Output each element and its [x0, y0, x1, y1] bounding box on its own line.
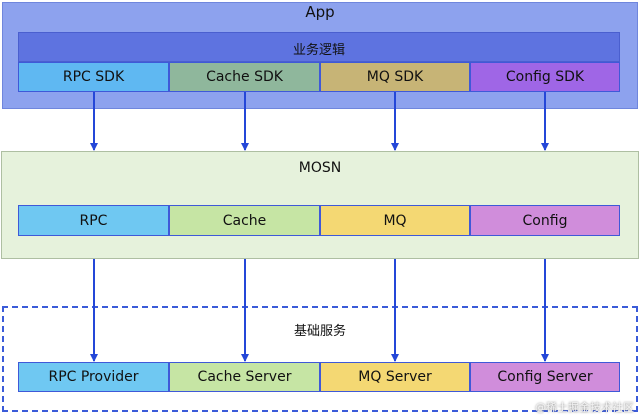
config-module-label: Config [522, 212, 568, 229]
mq-module-label: MQ [383, 212, 407, 229]
infrastructure-layer [2, 306, 638, 412]
config-server-label: Config Server [497, 369, 593, 385]
cache-sdk-label: Cache SDK [206, 69, 283, 85]
business-logic-label: 业务逻辑 [292, 43, 345, 58]
rpc-module-label: RPC [79, 212, 108, 229]
business-logic-bar [18, 32, 620, 62]
mq-sdk-label: MQ SDK [366, 69, 424, 85]
config-sdk-label: Config SDK [505, 69, 585, 85]
mq-sdk-box: MQ SDK [320, 62, 470, 92]
mq-server-label: MQ Server [358, 369, 432, 385]
cache-server-box: Cache Server [169, 362, 320, 392]
rpc-module-box: RPC [18, 205, 169, 236]
mq-server-box: MQ Server [320, 362, 470, 392]
app-title: App [305, 3, 335, 21]
config-module-box: Config [470, 205, 620, 236]
rpc-provider-box: RPC Provider [18, 362, 169, 392]
cache-module-box: Cache [169, 205, 320, 236]
infrastructure-title: 基础服务 [293, 324, 346, 339]
config-sdk-box: Config SDK [470, 62, 620, 92]
watermark: @稀土掘金技术社区 [535, 401, 634, 414]
mq-module-box: MQ [320, 205, 470, 236]
rpc-sdk-box: RPC SDK [18, 62, 169, 92]
cache-sdk-box: Cache SDK [169, 62, 320, 92]
mosn-title: MOSN [298, 160, 342, 176]
rpc-sdk-label: RPC SDK [62, 69, 125, 85]
config-server-box: Config Server [470, 362, 620, 392]
cache-server-label: Cache Server [197, 369, 292, 385]
rpc-provider-label: RPC Provider [48, 369, 139, 385]
cache-module-label: Cache [222, 212, 267, 229]
